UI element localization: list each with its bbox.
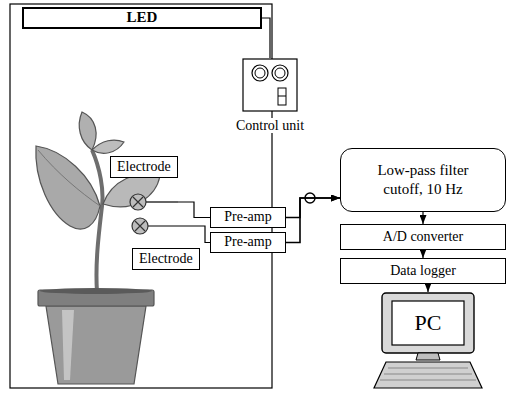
control-knob [272, 65, 288, 81]
pot-highlight [62, 310, 74, 380]
node-label: Data logger [390, 263, 456, 279]
connector [178, 202, 210, 218]
node-label: LED [127, 9, 158, 26]
pot-body [46, 306, 146, 384]
led-bar: LED [22, 7, 262, 29]
node-label: Low-pass filter cutoff, 10 Hz [369, 161, 477, 200]
logger-box: Data logger [340, 258, 506, 284]
growth-chamber [10, 4, 272, 388]
filter-box: Low-pass filter cutoff, 10 Hz [340, 148, 506, 212]
electrode-label-box: Electrode [132, 248, 200, 270]
plant-leaf [79, 112, 96, 150]
node-label: A/D converter [383, 229, 463, 245]
monitor-frame [382, 293, 474, 353]
preamp-box: Pre-amp [210, 232, 286, 253]
connector [286, 198, 340, 243]
pc-computer: PC [372, 292, 484, 390]
connector [422, 250, 423, 258]
control-label-wrap: Control unit [218, 118, 322, 134]
pc-outline [372, 292, 484, 390]
monitor-screen [392, 301, 464, 345]
control-knob [255, 68, 265, 78]
control-knob [252, 65, 268, 81]
electrode-cross [133, 197, 143, 207]
plant-leaf [92, 140, 124, 153]
electrode-wire [146, 201, 178, 202]
converter-box: A/D converter [340, 224, 506, 250]
electrode: Electrode [110, 156, 178, 212]
control-housing [243, 59, 297, 111]
electrode-disc [130, 194, 146, 210]
connector [427, 284, 428, 292]
node-label: Electrode [139, 251, 193, 266]
pc-label-wrap: PC [392, 301, 464, 345]
leaf-vein [38, 150, 100, 206]
control-unit: Control unit [218, 58, 322, 135]
control-switch-lever [278, 96, 286, 97]
plant-leaf [36, 146, 100, 229]
electrode-disc [132, 218, 148, 234]
preamp-box: Pre-amp [210, 207, 286, 228]
electrode-label-box: Electrode [110, 156, 178, 178]
keyboard-keys [380, 368, 476, 380]
electrode: Electrode [126, 216, 200, 270]
node-label: Pre-amp [224, 234, 271, 250]
electrode-wire [148, 225, 200, 226]
control-knob [275, 68, 285, 78]
flower-pot [38, 288, 154, 384]
node-label: Electrode [117, 159, 171, 174]
node-label: Pre-amp [224, 209, 271, 225]
electrode-cross [135, 221, 145, 231]
connector [262, 18, 270, 58]
control-unit-icon [242, 58, 298, 112]
node-label: PC [415, 310, 442, 336]
monitor-stand [416, 353, 440, 360]
connector [286, 198, 340, 218]
soil [40, 288, 152, 294]
control-switch [278, 88, 286, 105]
connector [422, 212, 423, 224]
keyboard [374, 362, 482, 388]
node-label: Control unit [234, 118, 306, 133]
switch-symbol [305, 193, 315, 203]
connector [200, 226, 210, 243]
